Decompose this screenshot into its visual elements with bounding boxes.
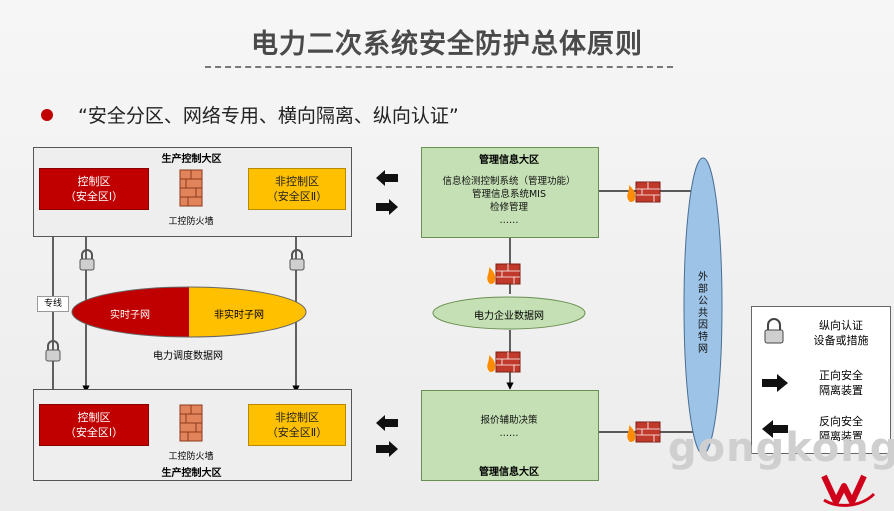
legend-forward-line: 正向安全 xyxy=(819,369,863,382)
dispatch-network-label: 电力调度数据网 xyxy=(153,351,223,362)
bullet-dot xyxy=(41,109,53,121)
noncontrol-zone-top-sub: （安全区Ⅱ） xyxy=(266,190,328,203)
lock-icon xyxy=(289,249,305,271)
enterprise-network-ellipse xyxy=(432,296,586,330)
control-zone-top-sub: （安全区Ⅰ） xyxy=(64,190,124,203)
legend-auth-line: 设备或措施 xyxy=(813,334,869,347)
internet-ellipse xyxy=(683,157,723,455)
mgmt-bottom-line: 报价辅助决策 xyxy=(480,415,538,426)
brand-logo-icon xyxy=(821,474,876,507)
noncontrol-zone-bottom-sub: （安全区Ⅱ） xyxy=(266,426,328,439)
legend-reverse: 反向安全 隔离装置 xyxy=(796,414,886,444)
mgmt-top-line: 检修管理 xyxy=(489,202,528,213)
principle-subtitle: “安全分区、网络专用、横向隔离、纵向认证” xyxy=(78,105,459,127)
reverse-isolation-icon xyxy=(376,415,398,431)
title-underline xyxy=(205,66,673,68)
forward-isolation-icon xyxy=(376,199,398,215)
firewall-icon xyxy=(179,404,203,442)
firewall-fire-icon xyxy=(487,351,521,373)
lock-icon xyxy=(79,249,95,271)
firewall-label-bottom: 工控防火墙 xyxy=(168,452,214,462)
page-title: 电力二次系统安全防护总体原则 xyxy=(251,29,643,60)
watermark-text: gongkong xyxy=(668,425,894,471)
mgmt-zone-top xyxy=(421,147,599,238)
firewall-fire-icon xyxy=(627,181,661,203)
production-zone-bottom-title: 生产控制大区 xyxy=(161,468,222,479)
firewall-fire-icon xyxy=(627,421,661,443)
mgmt-top-line: 管理信息系统MIS xyxy=(471,189,547,200)
control-zone-top-name: 控制区 xyxy=(77,175,111,188)
lock-icon xyxy=(45,340,61,362)
firewall-label-top: 工控防火墙 xyxy=(168,217,214,227)
mgmt-zone-bottom-title: 管理信息大区 xyxy=(479,467,539,478)
mgmt-zone-top-title: 管理信息大区 xyxy=(479,155,539,166)
reverse-isolation-icon xyxy=(376,170,398,186)
noncontrol-zone-bottom-name: 非控制区 xyxy=(275,411,319,424)
dispatch-network-ellipse xyxy=(71,286,307,338)
mgmt-zone-top-systems: 信息检测控制系统（管理功能） 管理信息系统MIS 检修管理 …… xyxy=(421,175,597,227)
mgmt-zone-bottom-systems: 报价辅助决策 …… xyxy=(421,414,597,440)
mgmt-top-line: …… xyxy=(499,215,519,226)
noncontrol-zone-top: 非控制区 （安全区Ⅱ） xyxy=(248,168,346,210)
production-zone-top-title: 生产控制大区 xyxy=(161,154,222,165)
noncontrol-zone-top-name: 非控制区 xyxy=(275,175,319,188)
enterprise-network-label: 电力企业数据网 xyxy=(474,311,544,322)
reverse-isolation-icon xyxy=(762,420,788,438)
legend-auth-line: 纵向认证 xyxy=(819,319,863,332)
control-zone-top: 控制区 （安全区Ⅰ） xyxy=(39,168,149,210)
mgmt-bottom-line: …… xyxy=(499,428,519,439)
firewall-fire-icon xyxy=(487,263,521,285)
dedicated-line-label: 专线 xyxy=(37,296,69,312)
legend-reverse-line: 隔离装置 xyxy=(819,430,863,443)
forward-isolation-icon xyxy=(762,374,788,392)
control-zone-bottom-name: 控制区 xyxy=(77,411,111,424)
mgmt-zone-bottom xyxy=(421,390,599,481)
control-zone-bottom: 控制区 （安全区Ⅰ） xyxy=(39,404,149,446)
internet-label: 外部公共因特网 xyxy=(698,272,708,355)
legend-forward: 正向安全 隔离装置 xyxy=(796,368,886,398)
forward-isolation-icon xyxy=(376,441,398,457)
mgmt-top-line: 信息检测控制系统（管理功能） xyxy=(442,176,576,187)
noncontrol-zone-bottom: 非控制区 （安全区Ⅱ） xyxy=(248,404,346,446)
realtime-subnet-label: 实时子网 xyxy=(110,310,150,321)
nonrealtime-subnet-label: 非实时子网 xyxy=(214,310,264,321)
firewall-icon xyxy=(179,169,203,207)
control-zone-bottom-sub: （安全区Ⅰ） xyxy=(64,426,124,439)
lock-icon xyxy=(764,318,784,344)
legend-forward-line: 隔离装置 xyxy=(819,384,863,397)
legend-auth: 纵向认证 设备或措施 xyxy=(796,318,886,348)
legend-reverse-line: 反向安全 xyxy=(819,415,863,428)
